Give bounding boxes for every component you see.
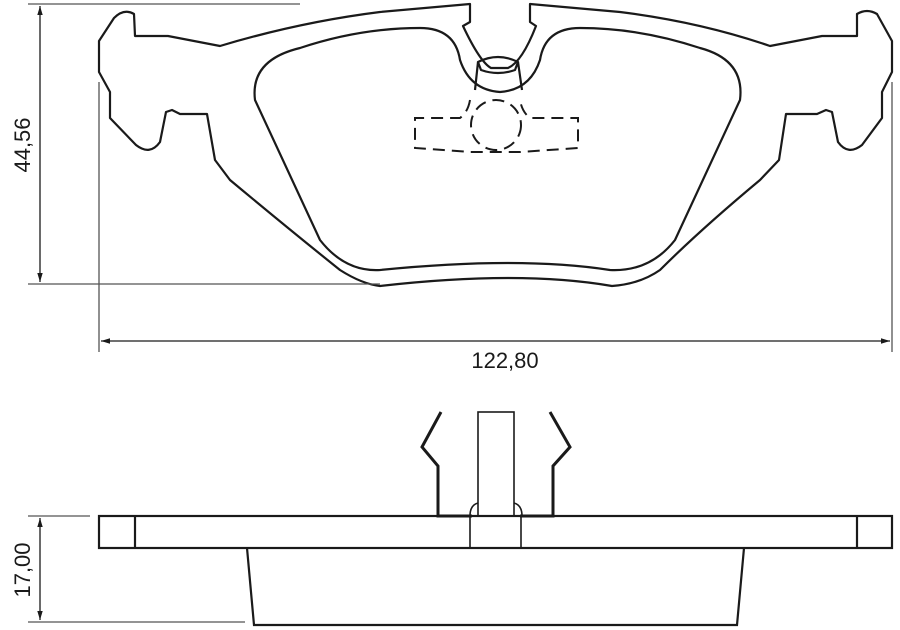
clip-stem-right — [516, 61, 524, 91]
backing-plate-outline — [97, 2, 894, 288]
friction-pad-outline — [253, 26, 742, 272]
hidden-circle — [470, 99, 522, 151]
dimension-width: 122,80 — [98, 82, 893, 373]
width-label: 122,80 — [471, 348, 538, 373]
side-friction-pad — [245, 547, 746, 627]
side-view — [97, 411, 894, 627]
dimension-height: 44,56 — [10, 3, 380, 285]
hidden-lines — [414, 99, 579, 153]
clip-right-arm — [520, 411, 572, 518]
height-label: 44,56 — [10, 117, 35, 172]
clip-stem-left — [473, 61, 480, 91]
side-backing-plate — [97, 514, 894, 550]
hidden-bracket-left — [414, 99, 579, 153]
clip-left-arm — [420, 411, 472, 518]
dimension-thickness: 17,00 — [10, 515, 245, 623]
side-pin — [477, 411, 515, 517]
front-view — [97, 2, 894, 288]
thickness-label: 17,00 — [10, 542, 35, 597]
clip-top — [476, 55, 520, 75]
